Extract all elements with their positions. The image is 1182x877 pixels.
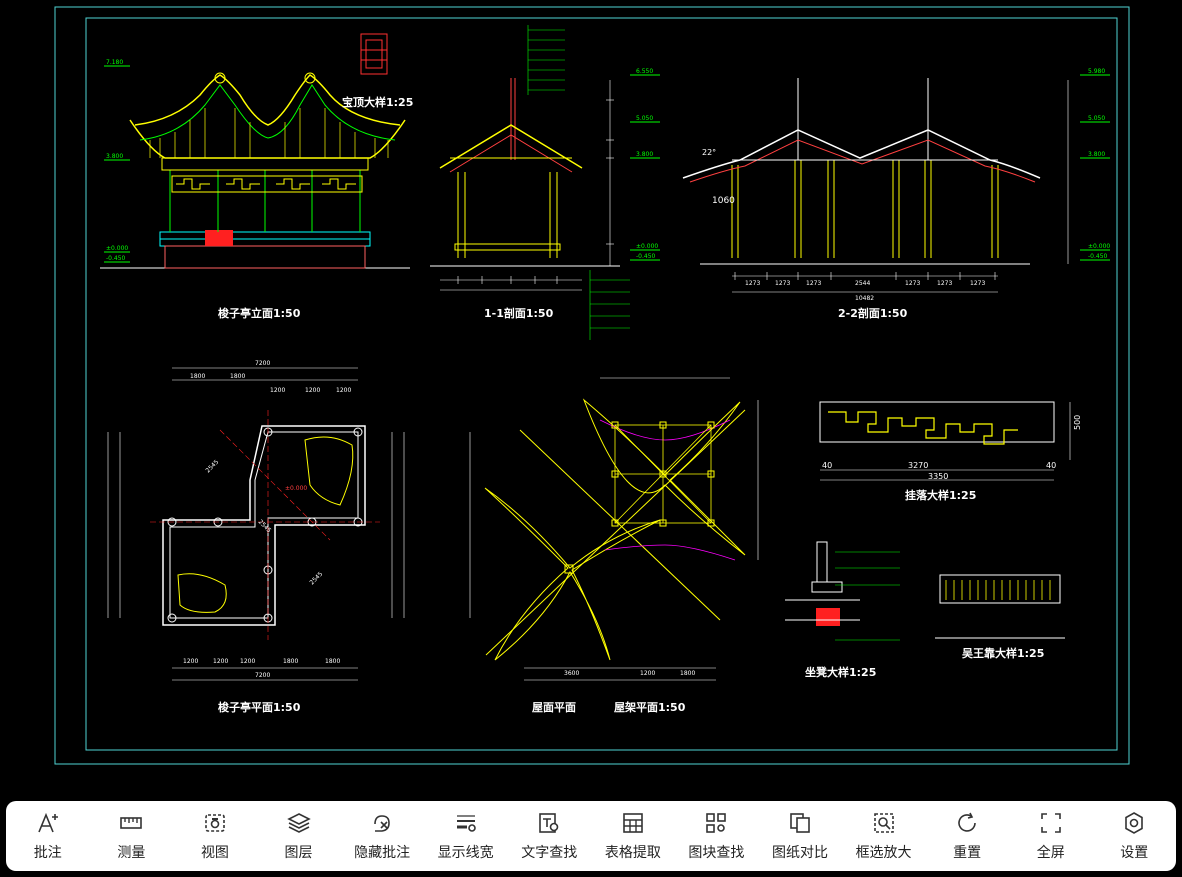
elevation-title: 梭子亭立面1:50 <box>218 306 301 320</box>
plan-title: 梭子亭平面1:50 <box>218 700 301 714</box>
svg-text:1273: 1273 <box>905 280 920 287</box>
svg-text:1200: 1200 <box>183 658 198 665</box>
svg-text:1200: 1200 <box>305 387 320 394</box>
svg-text:7.180: 7.180 <box>106 59 123 66</box>
svg-text:5.050: 5.050 <box>636 115 653 122</box>
line-width-button[interactable]: 显示线宽 <box>424 806 508 866</box>
layers-icon <box>286 812 311 833</box>
bottom-toolbar: 批注 测量 视图 图层 隐藏批注 显示线宽 文字查找 表格提取 图块查找 图纸对… <box>6 801 1176 871</box>
svg-text:±0.000: ±0.000 <box>1088 243 1110 250</box>
finial-title: 宝顶大样1:25 <box>342 95 413 109</box>
settings-button[interactable]: 设置 <box>1093 806 1177 866</box>
plan-drawing: 7200 7200 1800 1800 1200 1200 1200 1200 … <box>107 360 405 714</box>
settings-icon <box>1125 811 1144 834</box>
svg-text:6.550: 6.550 <box>636 68 653 75</box>
layers-button[interactable]: 图层 <box>257 806 341 866</box>
svg-text:1273: 1273 <box>937 280 952 287</box>
svg-text:1800: 1800 <box>680 670 695 677</box>
block-search-button[interactable]: 图块查找 <box>675 806 759 866</box>
railing-title: 挂落大样1:25 <box>905 488 976 502</box>
svg-text:3600: 3600 <box>564 670 579 677</box>
svg-text:-0.450: -0.450 <box>106 255 126 262</box>
cad-drawing: 7.180 3.800 ±0.000 -0.450 宝顶大样1:25 梭子亭立面… <box>54 6 1130 765</box>
svg-text:2545: 2545 <box>257 518 273 534</box>
section-2-drawing: 1273 1273 1273 2544 1273 1273 1273 10482… <box>682 68 1110 320</box>
block-search-icon <box>706 812 727 833</box>
roof-frame-title: 屋架平面1:50 <box>614 700 686 714</box>
svg-text:2544: 2544 <box>855 280 870 287</box>
svg-text:3270: 3270 <box>908 461 928 470</box>
line-width-icon <box>456 814 476 832</box>
svg-text:2545: 2545 <box>204 459 220 475</box>
svg-text:±0.000: ±0.000 <box>106 245 128 252</box>
svg-text:3.800: 3.800 <box>636 151 653 158</box>
svg-text:22°: 22° <box>702 148 716 157</box>
svg-text:1200: 1200 <box>213 658 228 665</box>
cad-drawing-canvas[interactable]: 7.180 3.800 ±0.000 -0.450 宝顶大样1:25 梭子亭立面… <box>0 0 1182 800</box>
svg-text:1060: 1060 <box>712 196 735 206</box>
hide-annotation-button[interactable]: 隐藏批注 <box>340 806 424 866</box>
railing-detail: 3270 3350 40 40 500 挂落大样1:25 <box>819 401 1082 502</box>
svg-text:1800: 1800 <box>283 658 298 665</box>
compare-button[interactable]: 图纸对比 <box>758 806 842 866</box>
svg-text:1800: 1800 <box>230 373 245 380</box>
svg-text:1273: 1273 <box>745 280 760 287</box>
camera-icon <box>205 813 225 832</box>
ruler-icon <box>120 816 143 829</box>
svg-text:1273: 1273 <box>806 280 821 287</box>
svg-text:±0.000: ±0.000 <box>636 243 658 250</box>
wuwang-detail: 吴王靠大样1:25 <box>935 574 1065 660</box>
roof-plan-title: 屋面平面 <box>532 701 576 714</box>
bench-detail: 坐凳大样1:25 <box>785 541 900 679</box>
svg-text:-0.450: -0.450 <box>636 253 656 260</box>
svg-text:1273: 1273 <box>775 280 790 287</box>
reset-button[interactable]: 重置 <box>925 806 1009 866</box>
table-icon <box>623 812 643 833</box>
svg-text:1200: 1200 <box>640 670 655 677</box>
inner-frame <box>85 17 1118 751</box>
section-2-title: 2-2剖面1:50 <box>838 306 908 320</box>
text-search-icon <box>539 812 559 833</box>
svg-text:5.050: 5.050 <box>1088 115 1105 122</box>
compare-icon <box>790 812 810 833</box>
svg-text:1200: 1200 <box>270 387 285 394</box>
svg-text:40: 40 <box>1046 461 1056 470</box>
svg-text:3.800: 3.800 <box>1088 151 1105 158</box>
svg-text:500: 500 <box>1073 415 1082 430</box>
hide-annotation-icon <box>374 814 390 832</box>
roof-plan-drawing: 3600 1200 1800 屋面平面 屋架平面1:50 <box>469 377 759 714</box>
svg-text:5.980: 5.980 <box>1088 68 1105 75</box>
svg-text:-0.450: -0.450 <box>1088 253 1108 260</box>
measure-button[interactable]: 测量 <box>90 806 174 866</box>
reset-icon <box>958 812 976 832</box>
text-search-button[interactable]: 文字查找 <box>507 806 591 866</box>
table-extract-button[interactable]: 表格提取 <box>591 806 675 866</box>
outer-frame <box>54 6 1130 765</box>
svg-text:2545: 2545 <box>308 571 324 587</box>
svg-text:7200: 7200 <box>255 672 270 679</box>
svg-text:±0.000: ±0.000 <box>285 485 307 492</box>
svg-text:10482: 10482 <box>855 295 874 302</box>
annotate-button[interactable]: 批注 <box>6 806 90 866</box>
svg-text:3350: 3350 <box>928 472 948 481</box>
fullscreen-icon <box>1040 812 1061 833</box>
elevation-drawing: 7.180 3.800 ±0.000 -0.450 宝顶大样1:25 梭子亭立面… <box>100 33 413 320</box>
svg-text:1200: 1200 <box>240 658 255 665</box>
svg-text:3.800: 3.800 <box>106 153 123 160</box>
bench-title: 坐凳大样1:25 <box>805 665 876 679</box>
svg-text:1800: 1800 <box>190 373 205 380</box>
zoom-box-icon <box>873 812 894 833</box>
zoom-box-button[interactable]: 框选放大 <box>842 806 926 866</box>
svg-text:7200: 7200 <box>255 360 270 367</box>
view-button[interactable]: 视图 <box>173 806 257 866</box>
section-1-title: 1-1剖面1:50 <box>484 306 554 320</box>
section-1-drawing: 6.550 5.050 3.800 ±0.000 -0.450 1-1剖面1:5… <box>430 25 660 340</box>
svg-text:40: 40 <box>822 461 832 470</box>
fullscreen-button[interactable]: 全屏 <box>1009 806 1093 866</box>
annotate-icon <box>38 812 58 832</box>
svg-text:1273: 1273 <box>970 280 985 287</box>
svg-text:1800: 1800 <box>325 658 340 665</box>
svg-text:1200: 1200 <box>336 387 351 394</box>
wuwang-title: 吴王靠大样1:25 <box>962 646 1044 660</box>
